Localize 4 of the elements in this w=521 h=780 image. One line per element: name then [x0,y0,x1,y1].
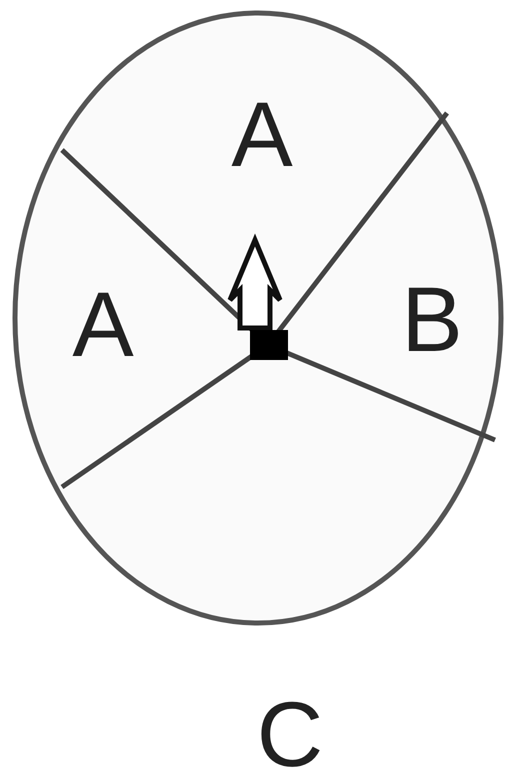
sector-letter: C [256,689,324,780]
sector-letter: A [72,279,134,371]
sector-letter: A [231,89,293,181]
sector-letter: B [401,274,463,366]
